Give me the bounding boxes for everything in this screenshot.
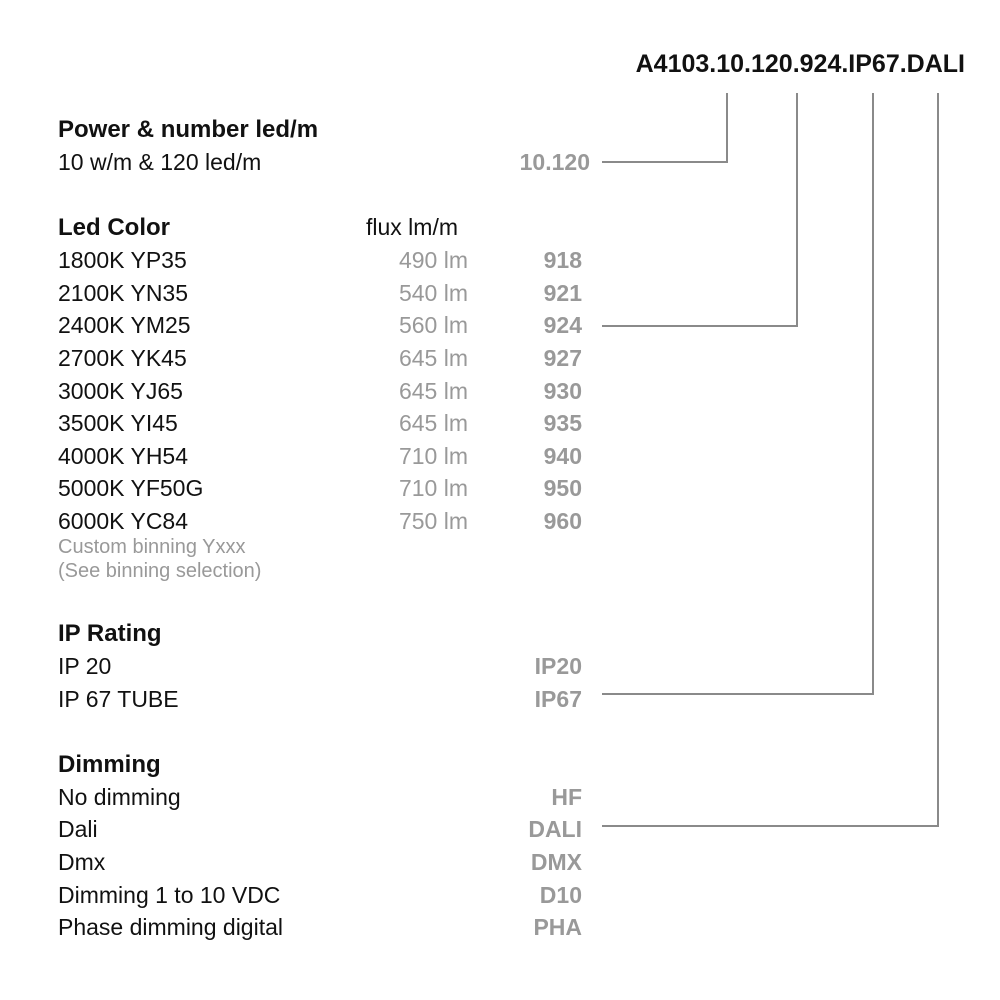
led-color-row-flux: 750 lm xyxy=(398,508,468,534)
led-color-row-code: 935 xyxy=(543,410,582,436)
led-color-heading: Led Color xyxy=(58,214,170,241)
led-color-row-label: 1800K YP35 xyxy=(58,247,187,273)
dimming-row-label: Dimming 1 to 10 VDC xyxy=(58,882,281,908)
ip-rating-row-label: IP 67 TUBE xyxy=(58,686,179,712)
dimming-row-code: D10 xyxy=(539,882,582,908)
ip-rating-row-code: IP20 xyxy=(534,653,582,679)
dimming-row-code: DALI xyxy=(528,816,582,842)
connector-dimming xyxy=(602,93,939,827)
dimming-row-label: Phase dimming digital xyxy=(58,914,284,940)
led-color-row-code: 918 xyxy=(543,247,582,273)
led-color-row-code: 960 xyxy=(543,508,582,534)
led-color-row-flux: 645 lm xyxy=(398,410,468,436)
ip-rating-heading: IP Rating xyxy=(58,620,162,647)
led-color-row-code: 940 xyxy=(543,443,582,469)
led-color-row-label: 4000K YH54 xyxy=(58,443,189,469)
led-color-row-flux: 490 lm xyxy=(398,247,468,273)
led-color-row-flux: 710 lm xyxy=(398,475,468,501)
connector-power xyxy=(602,93,728,163)
custom-binning-note: Custom binning Yxxx xyxy=(58,536,246,558)
led-color-row-flux: 645 lm xyxy=(398,378,468,404)
power-row-label: 10 w/m & 120 led/m xyxy=(58,149,262,175)
dimming-heading: Dimming xyxy=(58,751,161,778)
flux-heading: flux lm/m xyxy=(366,214,458,240)
dimming-row-code: DMX xyxy=(530,849,582,875)
led-color-row-flux: 710 lm xyxy=(398,443,468,469)
power-heading: Power & number led/m xyxy=(58,116,319,143)
dimming-row-label: Dmx xyxy=(58,849,106,875)
led-color-row-code: 950 xyxy=(543,475,582,501)
dimming-row-code: HF xyxy=(551,784,582,810)
led-color-row-flux: 540 lm xyxy=(398,280,468,306)
led-color-row-code: 930 xyxy=(543,378,582,404)
connector-ip-rating xyxy=(602,93,874,695)
led-color-row-code: 927 xyxy=(543,345,582,371)
ip-rating-row-code: IP67 xyxy=(534,686,582,712)
ip-rating-row-label: IP 20 xyxy=(58,653,112,679)
led-color-row-label: 6000K YC84 xyxy=(58,508,189,534)
led-color-row-code: 924 xyxy=(543,312,582,338)
connector-led-color xyxy=(602,93,798,327)
led-color-row-code: 921 xyxy=(543,280,582,306)
led-color-row-label: 2700K YK45 xyxy=(58,345,187,371)
power-row-code: 10.120 xyxy=(519,149,590,175)
led-color-row-label: 2100K YN35 xyxy=(58,280,189,306)
dimming-row-code: PHA xyxy=(533,914,582,940)
led-color-row-label: 2400K YM25 xyxy=(58,312,191,338)
led-color-row-flux: 560 lm xyxy=(398,312,468,338)
product-code-title: A4103.10.120.924.IP67.DALI xyxy=(635,50,965,78)
led-color-row-label: 3500K YI45 xyxy=(58,410,178,436)
binning-selection-note: (See binning selection) xyxy=(58,560,262,582)
led-color-row-label: 3000K YJ65 xyxy=(58,378,183,404)
dimming-row-label: Dali xyxy=(58,816,98,842)
dimming-row-label: No dimming xyxy=(58,784,181,810)
led-color-row-label: 5000K YF50G xyxy=(58,475,204,501)
led-color-row-flux: 645 lm xyxy=(398,345,468,371)
